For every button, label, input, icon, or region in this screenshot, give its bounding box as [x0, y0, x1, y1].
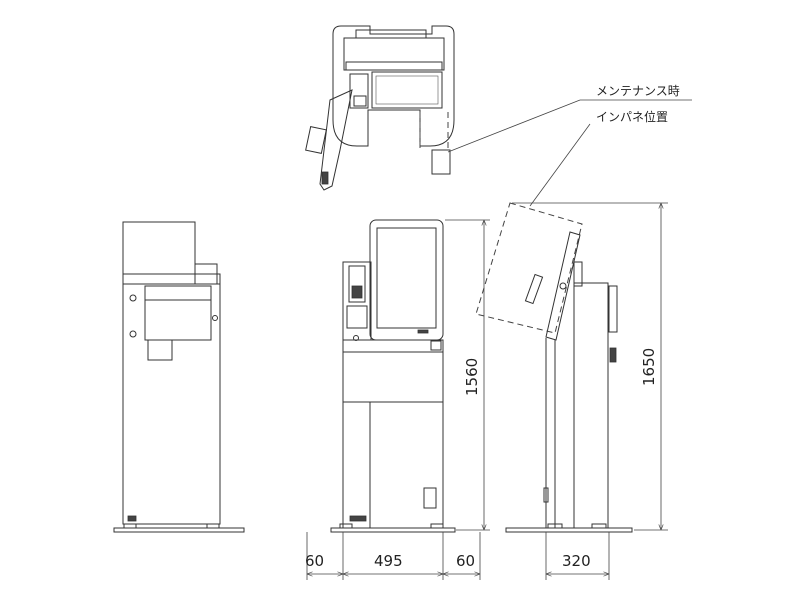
rear-screw-1: [129, 294, 137, 302]
rear-screw-3: [212, 315, 218, 321]
side-panel-normal: [545, 231, 581, 341]
annotation-maintenance-label: メンテナンス時: [596, 84, 680, 98]
side-hinge-block: [573, 261, 583, 287]
rear-panel-inner: [144, 299, 212, 341]
front-view: [330, 219, 456, 533]
rear-view: [113, 221, 245, 533]
annotation-panel-position-label: インパネ位置: [596, 109, 668, 124]
dim-label-right-margin: 60: [456, 552, 475, 570]
dim-label-front-width: 495: [374, 552, 403, 570]
front-shelf-vent: [430, 340, 442, 351]
side-reader-handle: [524, 273, 544, 305]
top-reader-detail: [353, 95, 367, 107]
side-foot-right: [591, 523, 607, 529]
side-foot-left: [547, 523, 563, 529]
top-view: [305, 25, 455, 191]
front-display-frame: [369, 219, 444, 341]
dim-label-max-height: 1650: [640, 348, 658, 386]
front-base-plate: [330, 527, 456, 533]
side-view: [475, 202, 633, 533]
side-latch: [543, 487, 549, 503]
rear-screw-2: [129, 330, 137, 338]
front-screen: [376, 227, 437, 329]
dim-label-front-height: 1560: [463, 358, 481, 396]
top-panel-handle: [305, 126, 327, 154]
front-terminal-keypad: [351, 285, 363, 299]
rear-lower-box: [147, 339, 173, 361]
top-cabinet: [343, 37, 445, 71]
rear-panel-upper: [144, 285, 212, 341]
front-pedestal: [342, 351, 444, 529]
rear-pedestal: [122, 283, 221, 525]
rear-foot-right: [206, 523, 220, 529]
top-printer-inner: [375, 75, 439, 105]
front-card-terminal: [348, 265, 366, 303]
side-pivot: [559, 282, 567, 290]
top-panel-tilted: [319, 89, 353, 191]
top-reader-unit: [349, 73, 369, 109]
front-shelf: [342, 339, 444, 353]
side-maintenance-panel-position: [475, 202, 583, 334]
leader-to-top-view: [447, 99, 581, 153]
top-printer-unit: [371, 71, 443, 109]
annotation-leaders: [447, 99, 692, 207]
dimension-lines: [306, 202, 668, 580]
dim-label-left-margin: 60: [305, 552, 324, 570]
top-cabinet-rail: [345, 61, 443, 71]
side-connector-strip: [608, 285, 618, 333]
side-connector-port: [609, 347, 617, 363]
front-logo-plate: [349, 515, 367, 522]
top-panel-knob: [321, 171, 329, 185]
top-tilt-hidden-lines: [419, 112, 449, 150]
front-brand-mark: [417, 329, 429, 334]
rear-base-plate: [113, 527, 245, 533]
rear-label-mark: [127, 515, 137, 522]
rear-top-band: [122, 273, 221, 285]
leader-to-side-view: [529, 123, 591, 207]
front-foot-left: [339, 523, 353, 529]
rear-display-back: [122, 221, 196, 275]
front-foot-right: [430, 523, 444, 529]
top-stem: [431, 149, 451, 175]
rear-foot-left: [123, 523, 137, 529]
front-door-lock: [423, 487, 437, 509]
dim-label-side-depth: 320: [562, 552, 591, 570]
front-scanner: [346, 305, 368, 329]
side-cabinet: [573, 282, 609, 529]
top-base-outline: [332, 25, 455, 147]
side-base-plate: [505, 527, 633, 533]
